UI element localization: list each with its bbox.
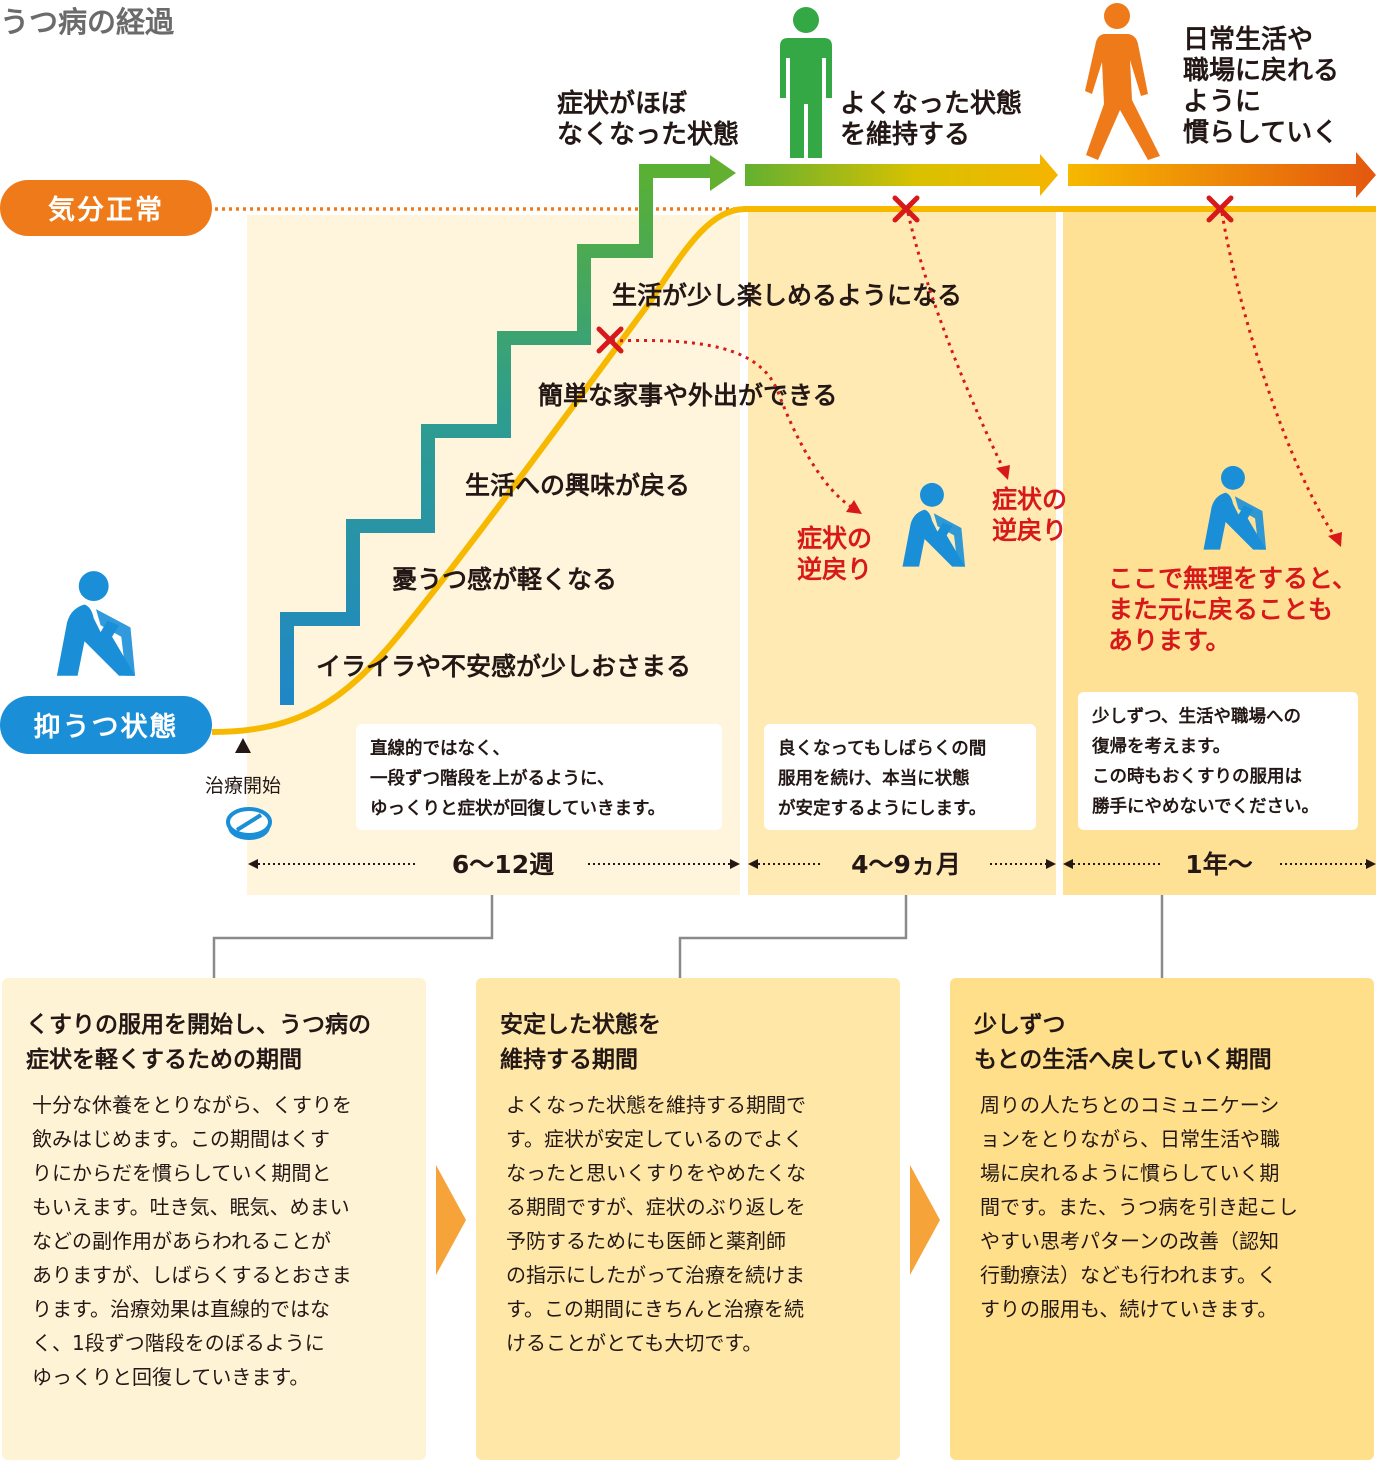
text-line: 慣らしていく <box>1183 118 1338 148</box>
step-label-2: 憂うつ感が軽くなる <box>392 565 617 594</box>
text-line: 日常生活や <box>1183 25 1313 55</box>
period-box-2-title: 安定した状態を 維持する期間 <box>500 1012 661 1073</box>
period-box-1-body: 十分な休養をとりながら、くすりを 飲みはじめます。この期間はくす りにからだを慣… <box>32 1093 352 1389</box>
relapse-path-2 <box>906 212 1005 469</box>
relapse-arrowhead-1 <box>846 500 862 514</box>
text-line: 逆戻り <box>992 516 1067 545</box>
duration-label-2: 4〜9ヵ月 <box>851 850 961 879</box>
relapse-label-1: 症状の逆戻り <box>797 524 872 584</box>
text-line: ように <box>1183 87 1261 117</box>
phase-heading-maintain: よくなった状態を維持する <box>840 88 1022 150</box>
text-line: 職場に戻れる <box>1183 56 1339 86</box>
period-box-3-body: 周りの人たちとのコミュニケーシ ョンをとりながら、日常生活や職 場に戻れるように… <box>980 1093 1298 1321</box>
step-label-4: 簡単な家事や外出ができる <box>538 381 838 410</box>
phase-heading-return: 日常生活や職場に戻れるように慣らしていく <box>1183 25 1339 148</box>
walking-person-icon <box>1085 3 1160 160</box>
period-box-1: くすりの服用を開始し、うつ病の 症状を軽くするための期間 十分な休養をとりながら… <box>2 978 426 1460</box>
box-arrow-2 <box>910 1165 940 1275</box>
relapse-x-icon-3 <box>1206 195 1234 223</box>
duration-row-1: 6〜12週 <box>248 850 740 879</box>
relapse-path-1 <box>611 338 851 508</box>
connector-2 <box>678 895 908 978</box>
sitting-person-icon-relapse-2 <box>1203 465 1267 550</box>
treatment-start-label: 治療開始 <box>205 775 281 797</box>
phase-arrow-return <box>1068 152 1376 198</box>
text-line: 症状がほぼ <box>557 88 688 119</box>
text-line: ここで無理をすると、 <box>1108 564 1357 593</box>
relapse-label-2: 症状の逆戻り <box>992 485 1067 545</box>
duration-row-3: 1年〜 <box>1063 850 1376 879</box>
sitting-person-icon-relapse-1 <box>902 482 966 567</box>
text-line: 症状の <box>797 524 872 553</box>
period-box-2: 安定した状態を 維持する期間 よくなった状態を維持する期間で す。症状が安定して… <box>476 978 900 1460</box>
connector-1 <box>212 895 494 978</box>
note-box-2: 良くなってもしばらくの間 服用を続け、本当に状態 が安定するようにします。 <box>764 724 1036 830</box>
relapse-arrowhead-3 <box>1328 532 1342 547</box>
text-line: 逆戻り <box>797 555 872 584</box>
treatment-start-marker-icon <box>235 738 251 753</box>
period-box-3: 少しずつ もとの生活へ戻していく期間 周りの人たちとのコミュニケーシ ョンをとり… <box>950 978 1374 1460</box>
recovery-curve <box>211 206 1376 735</box>
relapse-warning: ここで無理をすると、また元に戻ることもあります。 <box>1108 564 1357 655</box>
relapse-arrowhead-2 <box>996 465 1010 480</box>
box-arrow-1 <box>436 1165 466 1275</box>
duration-row-2: 4〜9ヵ月 <box>748 850 1056 879</box>
step-label-5: 生活が少し楽しめるようになる <box>612 281 962 310</box>
page-title: うつ病の経過 <box>0 5 175 39</box>
text-line: あります。 <box>1108 626 1231 655</box>
note-box-3: 少しずつ、生活や職場への 復帰を考えます。 この時もおくすりの服用は 勝手にやめ… <box>1078 692 1358 830</box>
depressed-label: 抑うつ状態 <box>34 711 179 743</box>
relapse-x-icon-1 <box>596 326 624 354</box>
text-line: なくなった状態 <box>557 119 739 150</box>
pill-icon <box>226 807 272 840</box>
standing-person-icon <box>780 7 832 158</box>
period-box-3-title: 少しずつ もとの生活へ戻していく期間 <box>974 1012 1272 1073</box>
phase-arrow-maintain <box>745 154 1058 196</box>
staircase-arrowhead <box>710 155 736 191</box>
period-box-1-title: くすりの服用を開始し、うつ病の 症状を軽くするための期間 <box>26 1012 371 1073</box>
duration-label-3: 1年〜 <box>1185 850 1252 879</box>
normal-mood-label: 気分正常 <box>48 194 164 226</box>
recovery-staircase <box>280 164 712 705</box>
duration-label-1: 6〜12週 <box>452 850 554 879</box>
text-line: よくなった状態 <box>840 88 1022 119</box>
step-label-1: イライラや不安感が少しおさまる <box>316 652 691 681</box>
period-box-2-body: よくなった状態を維持する期間で す。症状が安定しているのでよく なったと思いくす… <box>506 1093 806 1355</box>
depressed-pill <box>0 696 212 754</box>
text-line: 症状の <box>992 485 1067 514</box>
phase-heading-symptoms-gone: 症状がほぼなくなった状態 <box>557 88 739 150</box>
relapse-x-icon-2 <box>892 195 920 223</box>
note-box-1: 直線的ではなく、 一段ずつ階段を上がるように、 ゆっくりと症状が回復していきます… <box>356 724 722 830</box>
text-line: を維持する <box>840 119 970 150</box>
sitting-person-icon-depressed <box>56 571 136 676</box>
step-label-3: 生活への興味が戻る <box>465 471 690 500</box>
normal-mood-pill <box>0 180 212 236</box>
text-line: また元に戻ることも <box>1108 595 1333 624</box>
